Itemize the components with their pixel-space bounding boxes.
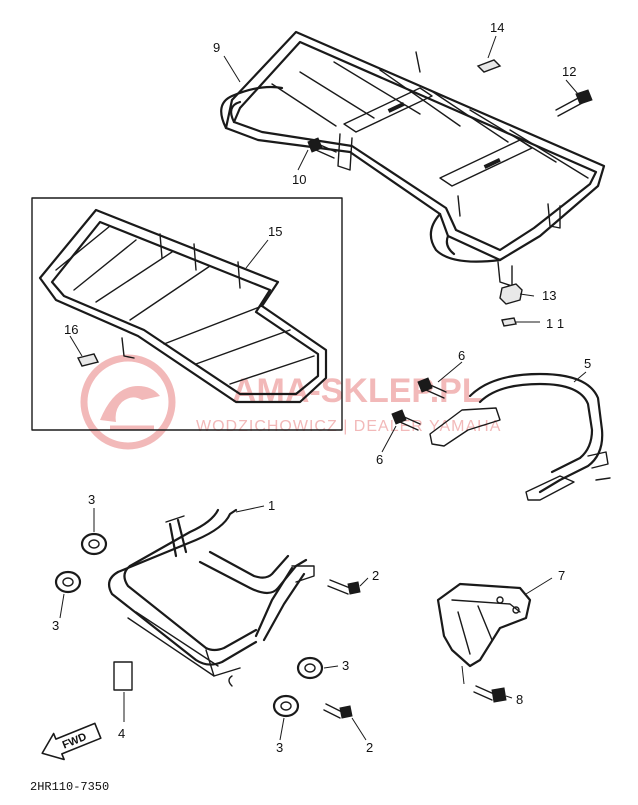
callout-2-upper: 2 (372, 568, 379, 583)
bolt-part-2-lower (323, 703, 353, 719)
callout-3-left: 3 (52, 618, 59, 633)
grab-bar-part-5 (429, 372, 611, 501)
callout-3-right: 3 (342, 658, 349, 673)
forward-direction-arrow-icon: FWD (41, 722, 102, 761)
watermark-brand: AMA-SKLEP.PL (232, 372, 483, 410)
drawing-code: 2HR110-7350 (30, 780, 109, 794)
bolt-part-2-upper (327, 579, 361, 595)
callout-13: 13 (542, 288, 556, 303)
label-plate-part-4 (113, 661, 133, 691)
watermark: AMA-SKLEP.PL WODZICHOWICZ | DEALER YAMAH… (80, 354, 501, 450)
callout-9: 9 (213, 40, 220, 55)
callout-2-lower: 2 (366, 740, 373, 755)
rear-carrier-rack (220, 30, 606, 287)
callout-5: 5 (584, 356, 591, 371)
watermark-logo-icon (80, 354, 176, 450)
callout-6-lower: 6 (376, 452, 383, 467)
callout-3-bottom: 3 (276, 740, 283, 755)
bolt-part-6-upper (417, 377, 447, 399)
callout-15: 15 (268, 224, 282, 239)
grommet-part-3-right (296, 656, 324, 680)
collar-part-13 (499, 283, 523, 305)
leader-lines (59, 35, 587, 741)
watermark-tagline: WODZICHOWICZ | DEALER YAMAHA (196, 418, 501, 435)
pad-part-16 (76, 353, 100, 367)
callout-7: 7 (558, 568, 565, 583)
pad-part-14 (476, 59, 502, 73)
bolt-part-6-lower (391, 409, 421, 431)
front-guard-part-1 (107, 508, 315, 687)
callout-1: 1 (268, 498, 275, 513)
callout-4: 4 (118, 726, 125, 741)
callout-12: 12 (562, 64, 576, 79)
callout-10: 10 (292, 172, 306, 187)
bolt-part-8 (473, 685, 507, 703)
optional-parts-inset (31, 197, 343, 431)
callout-8: 8 (516, 692, 523, 707)
callout-14: 14 (490, 20, 504, 35)
grommet-part-3-upper (80, 532, 108, 556)
grommet-part-3-bottom (272, 694, 300, 718)
callout-16: 16 (64, 322, 78, 337)
grommet-part-3-left (54, 570, 82, 594)
callout-3-upper: 3 (88, 492, 95, 507)
callout-11: 1 1 (546, 316, 564, 331)
bracket-part-7 (436, 582, 532, 668)
clip-part-11 (501, 317, 517, 327)
rack-part-15 (38, 208, 328, 404)
bolt-part-10 (307, 137, 337, 159)
bolt-part-12 (555, 89, 593, 117)
callout-6-upper: 6 (458, 348, 465, 363)
callout-numbers: 9 10 14 12 13 1 1 15 16 5 6 6 1 2 2 3 3 … (52, 20, 591, 755)
